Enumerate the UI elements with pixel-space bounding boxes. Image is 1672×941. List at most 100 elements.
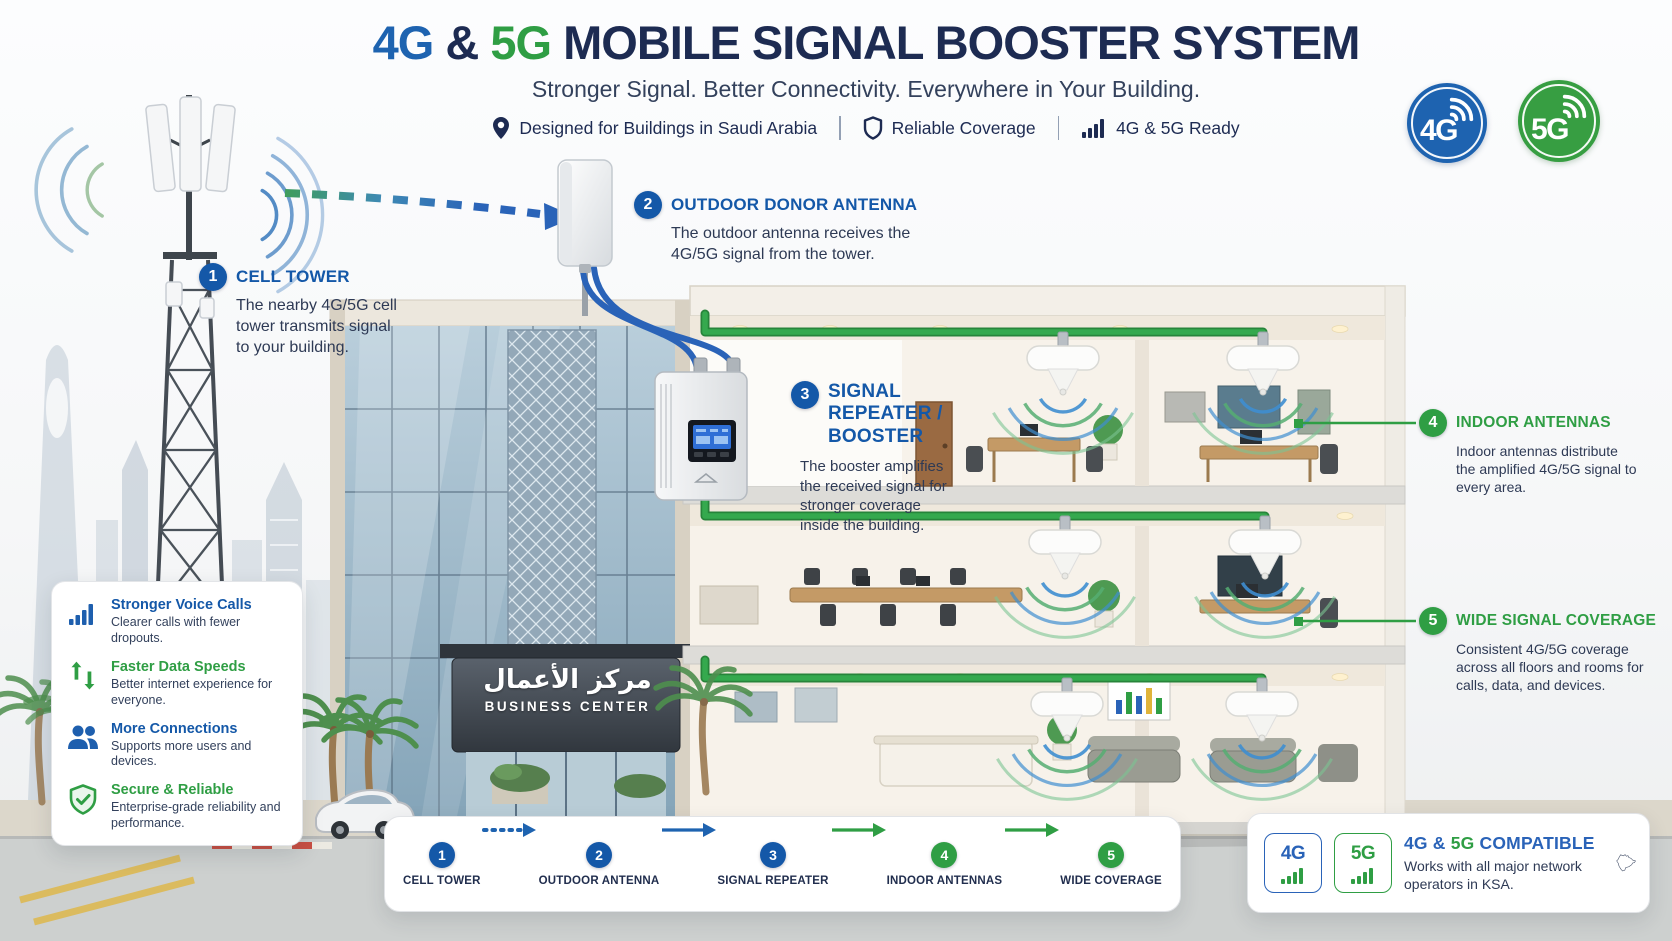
badge-5g: 5G [1518,80,1600,162]
timeline-step-wide-coverage: 5 WIDE COVERAGE [1060,841,1162,887]
callout-description: The outdoor antenna receives the 4G/5G s… [671,225,911,263]
callout-title: WIDE SIGNAL COVERAGE [1456,612,1657,629]
compat-text: 4G & 5G COMPATIBLE Works with all major … [1404,833,1604,893]
callout-title: SIGNAL REPEATER / BOOSTER [828,381,943,447]
decorative-panel [507,329,597,657]
benefit-voice-calls: Stronger Voice Calls Clearer calls with … [65,597,289,647]
callout-signal-repeater: 3 SIGNAL REPEATER / BOOSTER The booster … [791,381,961,535]
benefit-title: Secure & Reliable [111,782,234,799]
timeline-step-indoor-antennas: 4 INDOOR ANTENNAS [886,841,1003,887]
wifi-waves-icon [1562,94,1587,119]
feature-buildings: Designed for Buildings in Saudi Arabia [492,116,817,140]
compat-title-4g: 4G [1404,832,1428,853]
timeline-step-signal-repeater: 3 SIGNAL REPEATER [717,841,829,887]
benefit-description: Supports more users and devices. [111,738,252,769]
callout-connector-line [1294,419,1416,626]
callout-title: CELL TOWER [236,267,350,286]
compat-description: Works with all major network operators i… [1404,857,1582,892]
timeline-step-outdoor-antenna: 2 OUTDOOR ANTENNA [538,841,660,887]
feature-label: 4G & 5G Ready [1116,117,1240,138]
shield-icon [863,116,882,141]
step-label: SIGNAL REPEATER [717,874,829,887]
signal-bars-icon [1082,119,1105,139]
step-number-badge: 4 [931,841,958,868]
step-number-badge: 4 [1419,409,1447,437]
step-number-badge: 3 [791,381,819,409]
feature-label: Designed for Buildings in Saudi Arabia [519,117,818,138]
benefit-description: Better internet experience for everyone. [111,676,273,707]
callout-wide-coverage: 5 WIDE SIGNAL COVERAGE Consistent 4G/5G … [1419,607,1656,695]
feature-row: Designed for Buildings in Saudi Arabia R… [60,116,1672,141]
ceiling-cable [700,309,1270,683]
callout-title: OUTDOOR DONOR ANTENNA [671,195,918,214]
benefit-title: Stronger Voice Calls [111,597,252,613]
feature-label: Reliable Coverage [891,117,1036,138]
step-number-badge: 5 [1419,607,1447,635]
timeline-step-cell-tower: 1 CELL TOWER [403,841,481,887]
dotted-arrow-icon [481,823,536,837]
subtitle: Stronger Signal. Better Connectivity. Ev… [531,76,1201,103]
callout-cell-tower: 1 CELL TOWER The nearby 4G/5G cell tower… [199,263,409,358]
step-number-badge: 1 [428,841,455,868]
compat-title: 4G & 5G COMPATIBLE [1404,833,1604,854]
badge-4g-label: 4G [1420,114,1459,147]
sign-arabic-text: مركز الأعمال [483,665,652,695]
compatibility-card: 4G 5G 4G & 5G COMPATIBLE Works with all … [1247,813,1650,913]
step-label: OUTDOOR ANTENNA [538,874,660,887]
saudi-arabia-map-icon [1616,854,1636,872]
feature-ready: 4G & 5G Ready [1081,117,1240,139]
step-label: CELL TOWER [403,874,481,887]
signal-path-arrow [284,189,576,230]
title-4g: 4G [372,16,435,69]
benefit-description: Clearer calls with fewer dropouts. [111,615,241,645]
callout-title: INDOOR ANTENNAS [1456,414,1611,431]
benefit-connections: More Connections Supports more users and… [65,721,289,771]
compat-badge-5g-label: 5G [1350,842,1376,864]
building-sign: مركز الأعمال BUSINESS CENTER [455,665,680,714]
step-number-badge: 2 [634,191,662,219]
benefit-secure: Secure & Reliable Enterprise-grade relia… [65,782,289,832]
arrow-icon [831,823,886,837]
header: 4G & 5G MOBILE SIGNAL BOOSTER SYSTEM Str… [60,18,1672,141]
compat-badge-4g-label: 4G [1280,842,1306,864]
compat-title-rest: COMPATIBLE [1474,832,1595,853]
callout-outdoor-antenna: 2 OUTDOOR DONOR ANTENNA The outdoor ante… [634,191,934,266]
signal-bars-icon [69,604,93,625]
callout-description: Consistent 4G/5G coverage across all flo… [1456,641,1644,694]
step-label: WIDE COVERAGE [1060,874,1162,887]
compat-badge-4g: 4G [1264,833,1322,893]
page-title: 4G & 5G MOBILE SIGNAL BOOSTER SYSTEM [60,18,1672,67]
shield-check-icon [69,784,97,816]
step-number-badge: 2 [586,841,613,868]
callout-indoor-antennas: 4 INDOOR ANTENNAS Indoor antennas distri… [1419,409,1637,497]
callout-description: The nearby 4G/5G cell tower transmits si… [236,297,397,356]
wifi-waves-icon [1449,97,1474,122]
badge-4g: 4G [1407,83,1487,163]
benefits-panel: Stronger Voice Calls Clearer calls with … [51,581,303,846]
compat-title-5g: 5G [1450,832,1475,853]
benefit-title: More Connections [111,720,238,737]
arrow-icon [1005,823,1060,837]
compat-badge-5g: 5G [1334,833,1392,893]
signal-booster-device [654,357,748,501]
compat-title-amp: & [1427,832,1451,853]
step-number-badge: 5 [1098,841,1125,868]
arrows-up-down-icon [71,661,95,690]
divider [1057,116,1060,141]
location-pin-icon [493,117,510,140]
arrow-icon [662,823,717,837]
step-number-badge: 3 [760,841,787,868]
title-rest: MOBILE SIGNAL BOOSTER SYSTEM [551,16,1360,69]
step-label: INDOOR ANTENNAS [886,874,1003,887]
sign-english-text: BUSINESS CENTER [484,699,651,714]
divider [839,116,841,141]
signal-bars-icon [1281,867,1303,884]
feature-coverage: Reliable Coverage [863,116,1036,141]
benefit-description: Enterprise-grade reliability and perform… [111,800,281,831]
callout-description: Indoor antennas distribute the amplified… [1456,443,1637,496]
signal-bars-icon [1351,867,1373,884]
users-icon [68,725,98,749]
title-5g: 5G [490,16,552,69]
badge-5g-label: 5G [1531,113,1570,146]
